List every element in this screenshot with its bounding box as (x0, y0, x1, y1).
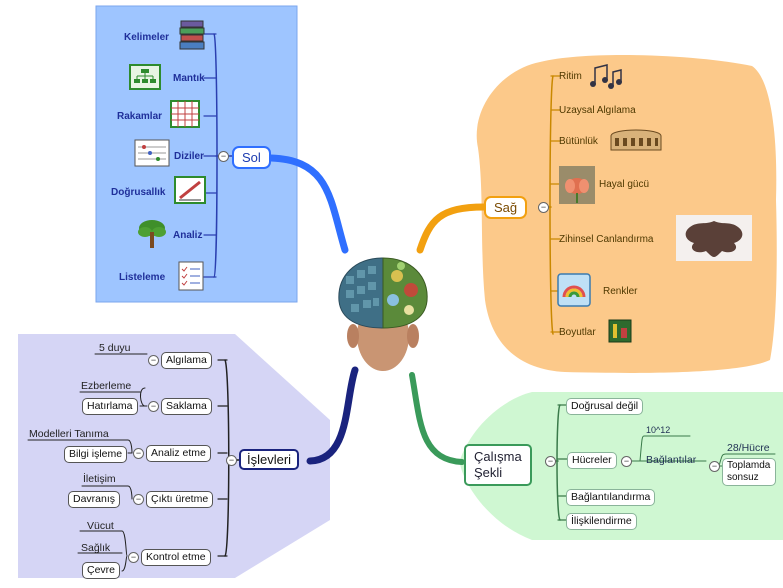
abacus-icon (134, 139, 170, 167)
baglantilar-child-28-hucre[interactable]: 28/Hücre (727, 442, 770, 454)
sag-region (476, 55, 777, 373)
org-chart-icon (129, 64, 161, 90)
music-notes-icon (590, 64, 622, 89)
kontrol-etme-toggle[interactable]: − (128, 552, 139, 563)
saklama-child-hatirlama[interactable]: Hatırlama (82, 398, 138, 415)
calisma-item-dogrusal-degil[interactable]: Doğrusal değil (566, 398, 644, 415)
saklama-link (140, 387, 146, 407)
sol-item-diziler[interactable]: Diziler (174, 151, 205, 162)
ear-left (347, 324, 359, 348)
cikti-child-iletisim[interactable]: İletişim (83, 473, 116, 485)
sag-item-renkler[interactable]: Renkler (603, 286, 638, 297)
algilama-child-5-duyu[interactable]: 5 duyu (99, 342, 131, 354)
hucreler-toggle[interactable]: − (621, 456, 632, 467)
calisma-title-line1: Çalışma (474, 449, 522, 464)
sol-main-connector (267, 154, 349, 254)
sol-topic[interactable]: Sol (232, 146, 271, 169)
dimensions-icon (608, 319, 632, 343)
islevleri-saklama[interactable]: Saklama (161, 398, 212, 415)
sol-item-kelimeler[interactable]: Kelimeler (124, 32, 170, 43)
analiz-etme-toggle[interactable]: − (133, 448, 144, 459)
sag-item-zihinsel-canlandirma[interactable]: Zihinsel Canlandırma (559, 234, 654, 245)
tree-icon (138, 220, 166, 248)
algilama-toggle[interactable]: − (148, 355, 159, 366)
saklama-toggle[interactable]: − (148, 401, 159, 412)
islevleri-main-connector (306, 366, 359, 465)
sag-topic[interactable]: Sağ (484, 196, 528, 219)
sag-main-connector (416, 203, 488, 254)
calisma-main-connector (409, 372, 465, 465)
inkblot-icon (676, 215, 752, 261)
colosseum-icon (610, 129, 662, 151)
lotus-icon (559, 166, 595, 204)
sol-spine (213, 33, 218, 278)
baglantilar-28-link (718, 453, 776, 467)
islevleri-analiz-etme[interactable]: Analiz etme (146, 445, 211, 462)
sag-collapse-toggle[interactable]: − (538, 202, 549, 213)
sol-item-listeleme[interactable]: Listeleme (119, 272, 166, 283)
calisma-item-hucreler[interactable]: Hücreler (567, 452, 617, 469)
calisma-region (459, 392, 783, 540)
saklama-link-2 (79, 391, 148, 407)
calisma-collapse-toggle[interactable]: − (545, 456, 556, 467)
sol-item-dogrusallik[interactable]: Doğrusallık (111, 187, 166, 198)
checklist-icon (178, 261, 204, 291)
hucreler-note-10-12: 10^12 (646, 425, 671, 435)
sol-collapse-toggle[interactable]: − (218, 151, 229, 162)
analiz-child-bilgi-isleme[interactable]: Bilgi işleme (64, 446, 128, 463)
sol-item-analiz[interactable]: Analiz (173, 230, 203, 241)
sag-item-hayal-gucu[interactable]: Hayal gücü (599, 179, 650, 190)
sag-item-boyutlar[interactable]: Boyutlar (559, 327, 596, 338)
cikti-link (81, 485, 133, 500)
islevleri-kontrol-etme[interactable]: Kontrol etme (141, 549, 211, 566)
calisma-sekli-topic[interactable]: Çalışma Şekli (464, 444, 532, 486)
kontrol-child-saglik[interactable]: Sağlık (81, 542, 111, 554)
left-brain-pattern (346, 266, 379, 312)
sag-spine (549, 75, 554, 335)
rainbow-icon (557, 273, 591, 307)
sol-item-mantik[interactable]: Mantık (173, 73, 205, 84)
calisma-item-baglantilandirma[interactable]: Bağlantılandırma (566, 489, 656, 506)
cikti-uretme-toggle[interactable]: − (133, 494, 144, 505)
saklama-child-ezberleme[interactable]: Ezberleme (81, 380, 132, 392)
spreadsheet-icon (170, 100, 200, 128)
sag-item-uzaysal-algilama[interactable]: Uzaysal Algılama (559, 105, 636, 116)
baglantilar-child-toplamda-sonsuz[interactable]: Toplamda sonsuz (722, 458, 776, 486)
islevleri-algilama[interactable]: Algılama (161, 352, 212, 369)
ear-right (407, 324, 419, 348)
kontrol-link (77, 530, 128, 572)
brain-head-image (338, 257, 428, 371)
sag-item-ritim[interactable]: Ritim (559, 71, 582, 82)
calisma-spine (556, 404, 561, 521)
hucreler-child-baglantilar[interactable]: Bağlantılar (646, 454, 697, 466)
sag-item-butunluk[interactable]: Bütünlük (559, 136, 598, 147)
islevleri-cikti-uretme[interactable]: Çıktı üretme (146, 491, 214, 508)
pencil-ruler-icon (174, 176, 206, 204)
baglantilar-toggle[interactable]: − (709, 461, 720, 472)
kontrol-child-cevre[interactable]: Çevre (82, 562, 121, 579)
calisma-item-iliskilendirme[interactable]: İlişkilendirme (566, 513, 637, 530)
islevleri-topic[interactable]: İşlevleri (239, 449, 300, 470)
cikti-child-davranis[interactable]: Davranış (68, 491, 121, 508)
right-brain-pattern (387, 262, 418, 315)
sol-item-rakamlar[interactable]: Rakamlar (117, 111, 163, 122)
kontrol-child-vucut[interactable]: Vücut (87, 520, 114, 532)
islevleri-collapse-toggle[interactable]: − (226, 455, 237, 466)
analiz-child-modelleri-tanima[interactable]: Modelleri Tanıma (29, 428, 109, 440)
calisma-title-line2: Şekli (474, 465, 503, 480)
books-icon (179, 20, 205, 50)
